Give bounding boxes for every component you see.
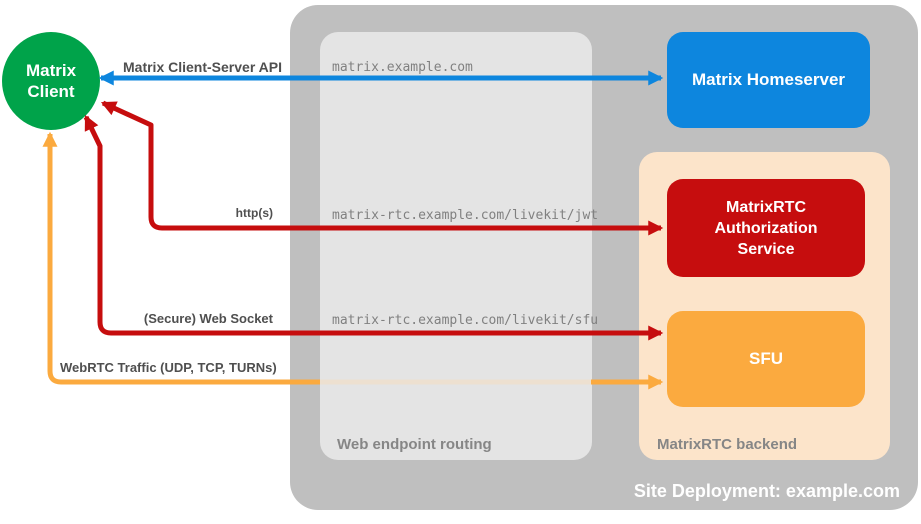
matrix-client-label: Matrix Client <box>25 61 77 101</box>
matrix-homeserver-label: Matrix Homeserver <box>691 70 846 89</box>
matrix-homeserver-node: Matrix Homeserver <box>667 32 870 128</box>
matrixrtc-authorization-service-node: MatrixRTC Authorization Service <box>667 179 865 277</box>
sfu-node: SFU <box>667 311 865 407</box>
web-endpoint-routing-box <box>320 32 592 460</box>
sfu-label: SFU <box>749 349 783 368</box>
auth-service-label: MatrixRTC Authorization Service <box>714 198 818 258</box>
matrix-client-node: Matrix Client <box>2 32 100 130</box>
